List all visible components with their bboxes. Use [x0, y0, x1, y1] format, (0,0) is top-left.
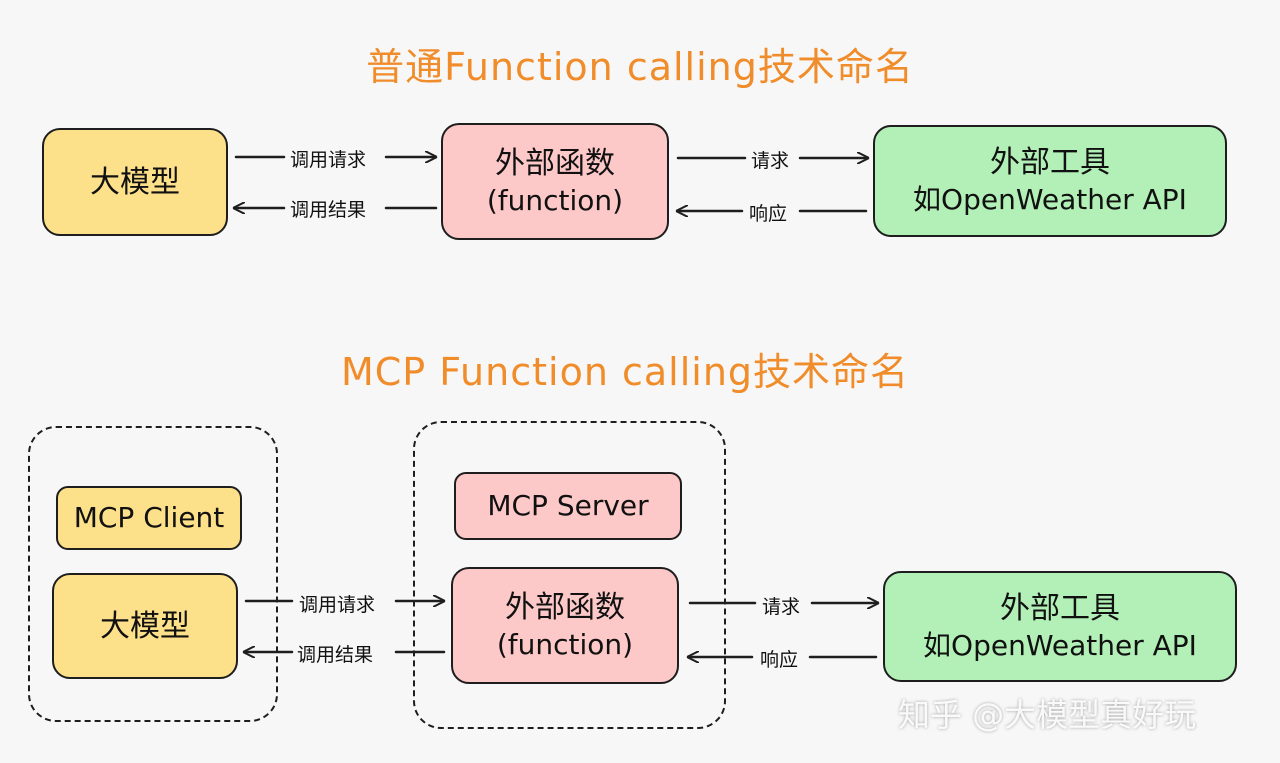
- bottom-tool-line1: 外部工具: [1000, 590, 1120, 626]
- top-tool-line1: 外部工具: [990, 145, 1110, 181]
- bottom-model-label: 大模型: [100, 608, 190, 644]
- bottom-call-result-label: 调用结果: [297, 644, 374, 666]
- top-call-request-label: 调用请求: [290, 149, 367, 171]
- top-model-box: 大模型: [42, 128, 228, 236]
- bottom-function-box: 外部函数 (function): [451, 567, 679, 684]
- mcp-client-label: MCP Client: [73, 500, 225, 534]
- top-function-line2: (function): [486, 183, 624, 217]
- mcp-client-box: MCP Client: [56, 486, 242, 550]
- top-function-line1: 外部函数: [495, 145, 615, 181]
- bottom-call-request-label: 调用请求: [299, 594, 376, 616]
- top-function-box: 外部函数 (function): [441, 123, 669, 240]
- top-request-label: 请求: [751, 150, 790, 172]
- server-dashed-group: [413, 421, 726, 729]
- mcp-server-label: MCP Server: [487, 488, 649, 522]
- top-model-label: 大模型: [90, 164, 180, 200]
- bottom-response-label: 响应: [760, 649, 799, 671]
- bottom-model-box: 大模型: [52, 573, 238, 679]
- watermark: 知乎 @大模型真好玩: [898, 696, 1197, 734]
- bottom-function-line1: 外部函数: [505, 589, 625, 625]
- top-call-result-label: 调用结果: [290, 199, 367, 221]
- bottom-request-label: 请求: [762, 596, 801, 618]
- bottom-function-line2: (function): [496, 627, 634, 661]
- top-tool-box: 外部工具 如OpenWeather API: [873, 125, 1227, 237]
- mcp-server-box: MCP Server: [454, 472, 682, 540]
- title-normal-function-calling: 普通Function calling技术命名: [366, 45, 914, 89]
- title-mcp-function-calling: MCP Function calling技术命名: [340, 350, 910, 394]
- top-response-label: 响应: [749, 203, 788, 225]
- top-tool-line2: 如OpenWeather API: [913, 183, 1187, 217]
- bottom-tool-box: 外部工具 如OpenWeather API: [883, 571, 1237, 682]
- bottom-tool-line2: 如OpenWeather API: [923, 628, 1197, 662]
- client-dashed-group: [28, 426, 278, 722]
